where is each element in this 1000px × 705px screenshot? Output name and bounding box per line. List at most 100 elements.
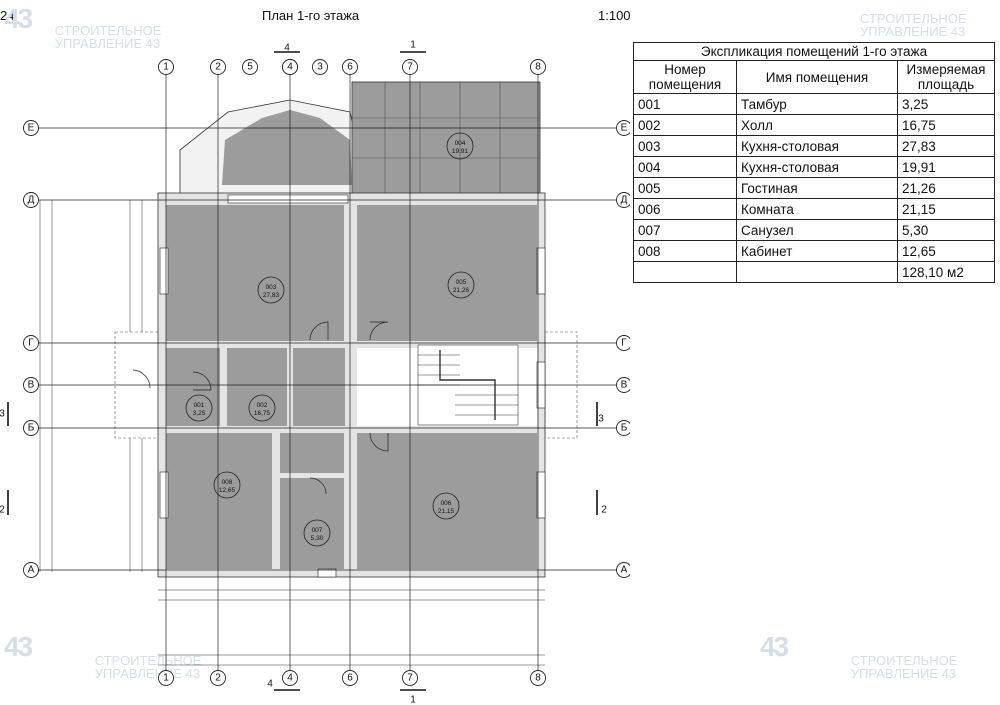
axis-left-2-label: Г xyxy=(28,338,34,349)
explication-cell-name: Кухня-столовая xyxy=(736,135,898,157)
explication-cell-number: 001 xyxy=(633,93,737,115)
axis-bottom-2-bubble xyxy=(282,670,298,686)
explication-cell-area: 5,30 xyxy=(897,219,995,241)
header-room-name: Имя помещения xyxy=(736,60,898,94)
axis-left-4-label: Б xyxy=(28,423,35,434)
axis-right-4-label: Б xyxy=(621,423,628,434)
axis-bay-0-label: 5 xyxy=(247,62,253,73)
doors xyxy=(132,321,389,495)
axis-left-5-label: А xyxy=(28,565,35,576)
header-room-number: Номер помещения xyxy=(633,60,737,94)
explication-cell-name: Холл xyxy=(736,114,898,136)
header-room-area: Измеряемая площадь xyxy=(897,60,995,94)
axis-right-3-bubble xyxy=(616,377,630,393)
section-mark-top-1: 1 xyxy=(410,40,416,51)
explication-cell-number: 003 xyxy=(633,135,737,157)
section-mark-bottom-4: 4 xyxy=(267,679,273,690)
axis-bay-1-bubble xyxy=(282,59,298,75)
explication-total: 128,10 м2 xyxy=(897,261,995,283)
plan-title: План 1-го этажа xyxy=(262,8,360,23)
axis-top-3-label: 6 xyxy=(347,62,353,73)
axis-left-2-bubble xyxy=(23,335,39,351)
explication-cell-area: 12,65 xyxy=(897,240,995,262)
room-tag-number: 004 xyxy=(455,140,466,147)
axis-right-5-bubble xyxy=(616,562,630,578)
axis-right-0-label: Е xyxy=(621,123,628,134)
section-mark-top-4: 4 xyxy=(284,43,290,54)
axis-left-1-bubble xyxy=(23,192,39,208)
room-tag-number: 006 xyxy=(441,500,452,507)
axis-right-2-bubble xyxy=(616,335,630,351)
explication-cell-area: 27,83 xyxy=(897,135,995,157)
room-tag-area: 27,83 xyxy=(263,292,280,299)
axis-bay-0-bubble xyxy=(242,59,258,75)
explication-cell-number: 007 xyxy=(633,219,737,241)
bay-outline xyxy=(179,99,359,196)
room-tag-circle xyxy=(303,519,331,547)
room-tag-circle xyxy=(432,492,460,520)
room-tag-circle xyxy=(248,394,276,422)
axis-top-1-label: 2 xyxy=(215,62,221,73)
room-tag-area: 19,91 xyxy=(452,148,469,155)
axis-top-5-bubble xyxy=(530,59,546,75)
room-tag-area: 21,26 xyxy=(453,287,470,294)
axis-top-5-label: 8 xyxy=(535,62,541,73)
axis-bottom-0-label: 1 xyxy=(163,673,169,684)
axis-left-1-label: Д xyxy=(28,195,35,206)
sheet-number: 24 xyxy=(0,8,15,23)
explication-cell-name: Кабинет xyxy=(736,240,898,262)
explication-total-row: 128,10 м2 xyxy=(633,261,995,283)
axis-left-3-bubble xyxy=(23,377,39,393)
room-explication-table: Экспликация помещений 1-го этажа Номер п… xyxy=(633,42,995,283)
explication-cell-number: 002 xyxy=(633,114,737,136)
room-tags: 0013,2500216,7500327,8300419,9100521,260… xyxy=(185,132,475,547)
explication-cell-area: 16,75 xyxy=(897,114,995,136)
axis-left-0-bubble xyxy=(23,120,39,136)
room-tag-number: 001 xyxy=(194,402,205,409)
section-mark-right-2: 2 xyxy=(601,505,607,516)
room-tag-circle xyxy=(446,132,474,160)
axis-grid: 112244667788543ЕЕДДГГВВББАА xyxy=(23,59,630,686)
axis-bottom-5-label: 8 xyxy=(535,673,541,684)
room-tag-number: 005 xyxy=(456,279,467,286)
section-mark-left-3: 3 xyxy=(0,409,5,420)
axis-top-0-bubble xyxy=(158,59,174,75)
axis-right-0-bubble xyxy=(616,120,630,136)
room-tag-area: 21,15 xyxy=(438,508,455,515)
axis-bay-2-label: 3 xyxy=(317,62,323,73)
room-tag-number: 003 xyxy=(266,284,277,291)
section-mark-bottom-1: 1 xyxy=(410,695,416,705)
axis-bottom-1-label: 2 xyxy=(215,673,221,684)
section-mark-right-3: 3 xyxy=(598,414,604,425)
terrace xyxy=(351,81,541,195)
explication-cell-name: Санузел xyxy=(736,219,898,241)
explication-cell-area: 3,25 xyxy=(897,93,995,115)
explication-cell-name: Комната xyxy=(736,198,898,220)
axis-bottom-4-bubble xyxy=(402,670,418,686)
explication-title: Экспликация помещений 1-го этажа xyxy=(633,42,995,60)
room-tag-number: 007 xyxy=(312,527,323,534)
axis-top-1-bubble xyxy=(210,59,226,75)
axis-bottom-3-bubble xyxy=(342,670,358,686)
room-tag-number: 002 xyxy=(257,402,268,409)
axis-left-3-label: В xyxy=(28,380,35,391)
explication-cell-number: 006 xyxy=(633,198,737,220)
section-marks: 4 1 4 1 3 2 3 2 xyxy=(0,40,607,705)
axis-bottom-1-bubble xyxy=(210,670,226,686)
axis-bottom-3-label: 6 xyxy=(347,673,353,684)
explication-header-row: Номер помещения Имя помещения Измеряемая… xyxy=(633,60,995,94)
axis-right-1-bubble xyxy=(616,192,630,208)
axis-bay-2-bubble xyxy=(312,59,328,75)
